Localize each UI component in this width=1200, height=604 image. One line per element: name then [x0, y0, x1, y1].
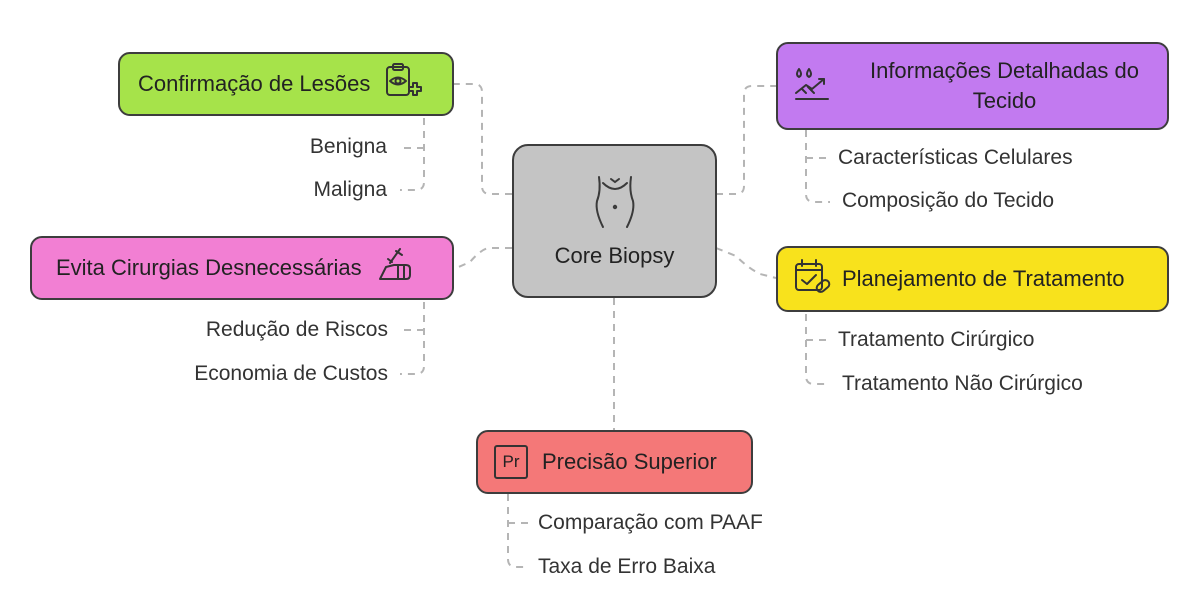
leaf-cirurgico: Tratamento Cirúrgico — [838, 328, 1035, 351]
leaf-reducao: Redução de Riscos — [205, 318, 388, 341]
torso-icon — [589, 173, 641, 237]
precision-badge-icon: Pr — [494, 445, 528, 479]
branch-precisao[interactable]: Pr Precisão Superior — [476, 430, 753, 494]
branch-informacoes-label-line2: Tecido — [972, 88, 1037, 113]
leaf-caracteristicas: Características Celulares — [838, 146, 1073, 169]
leaf-composicao: Composição do Tecido — [842, 189, 1055, 212]
droplets-chart-icon — [792, 63, 832, 109]
leaf-taxa-erro: Taxa de Erro Baixa — [538, 555, 716, 578]
clipboard-eye-plus-icon — [382, 61, 423, 107]
branch-evita-label: Evita Cirurgias Desnecessárias — [56, 255, 362, 280]
leaf-maligna: Maligna — [313, 178, 387, 201]
hand-syringe-icon — [376, 245, 416, 291]
branch-confirmacao-label: Confirmação de Lesões — [138, 71, 371, 96]
center-label: Core Biopsy — [554, 243, 675, 268]
branch-confirmacao[interactable]: Confirmação de Lesões — [118, 52, 454, 116]
leaf-nao-cirurgico: Tratamento Não Cirúrgico — [842, 372, 1083, 395]
leaf-comparacao: Comparação com PAAF — [538, 511, 763, 534]
branch-planejamento-label: Planejamento de Tratamento — [842, 266, 1125, 291]
center-node[interactable]: Core Biopsy — [512, 144, 717, 298]
precision-badge-text: Pr — [502, 452, 520, 471]
branch-informacoes-label: Informações Detalhadas do Tecido — [842, 56, 1167, 116]
leaf-benigna: Benigna — [309, 135, 387, 158]
branch-informacoes-label-line1: Informações Detalhadas do — [869, 58, 1140, 83]
branch-precisao-label: Precisão Superior — [542, 449, 717, 474]
branch-evita[interactable]: Evita Cirurgias Desnecessárias — [30, 236, 454, 300]
branch-planejamento[interactable]: Planejamento de Tratamento — [776, 246, 1169, 312]
branch-informacoes[interactable]: Informações Detalhadas do Tecido — [776, 42, 1169, 130]
leaf-economia: Economia de Custos — [194, 362, 388, 385]
calendar-pill-icon — [792, 256, 832, 302]
